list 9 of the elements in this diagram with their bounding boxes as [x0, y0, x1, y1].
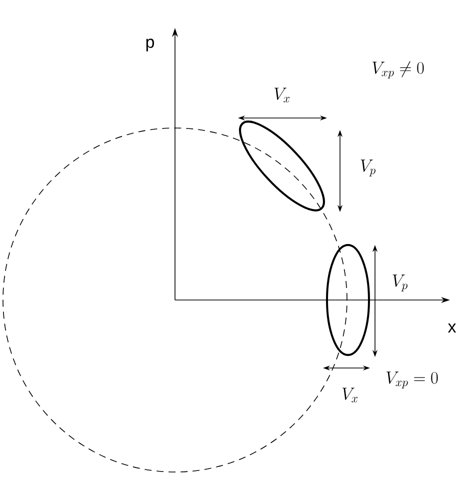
dimension-label: $V_x$ [274, 88, 290, 102]
dimension-label: $V_p$ [360, 160, 376, 176]
formula-label: $V_{xp} = 0$ [386, 372, 438, 388]
dimension-label: $V_x$ [342, 388, 358, 402]
axis-label: p [146, 38, 154, 52]
formula-label: $V_{xp} \neq 0$ [372, 61, 424, 78]
ellipse [326, 244, 370, 356]
axis-label: x [448, 324, 456, 332]
dimension-label: $V_p$ [392, 274, 408, 292]
